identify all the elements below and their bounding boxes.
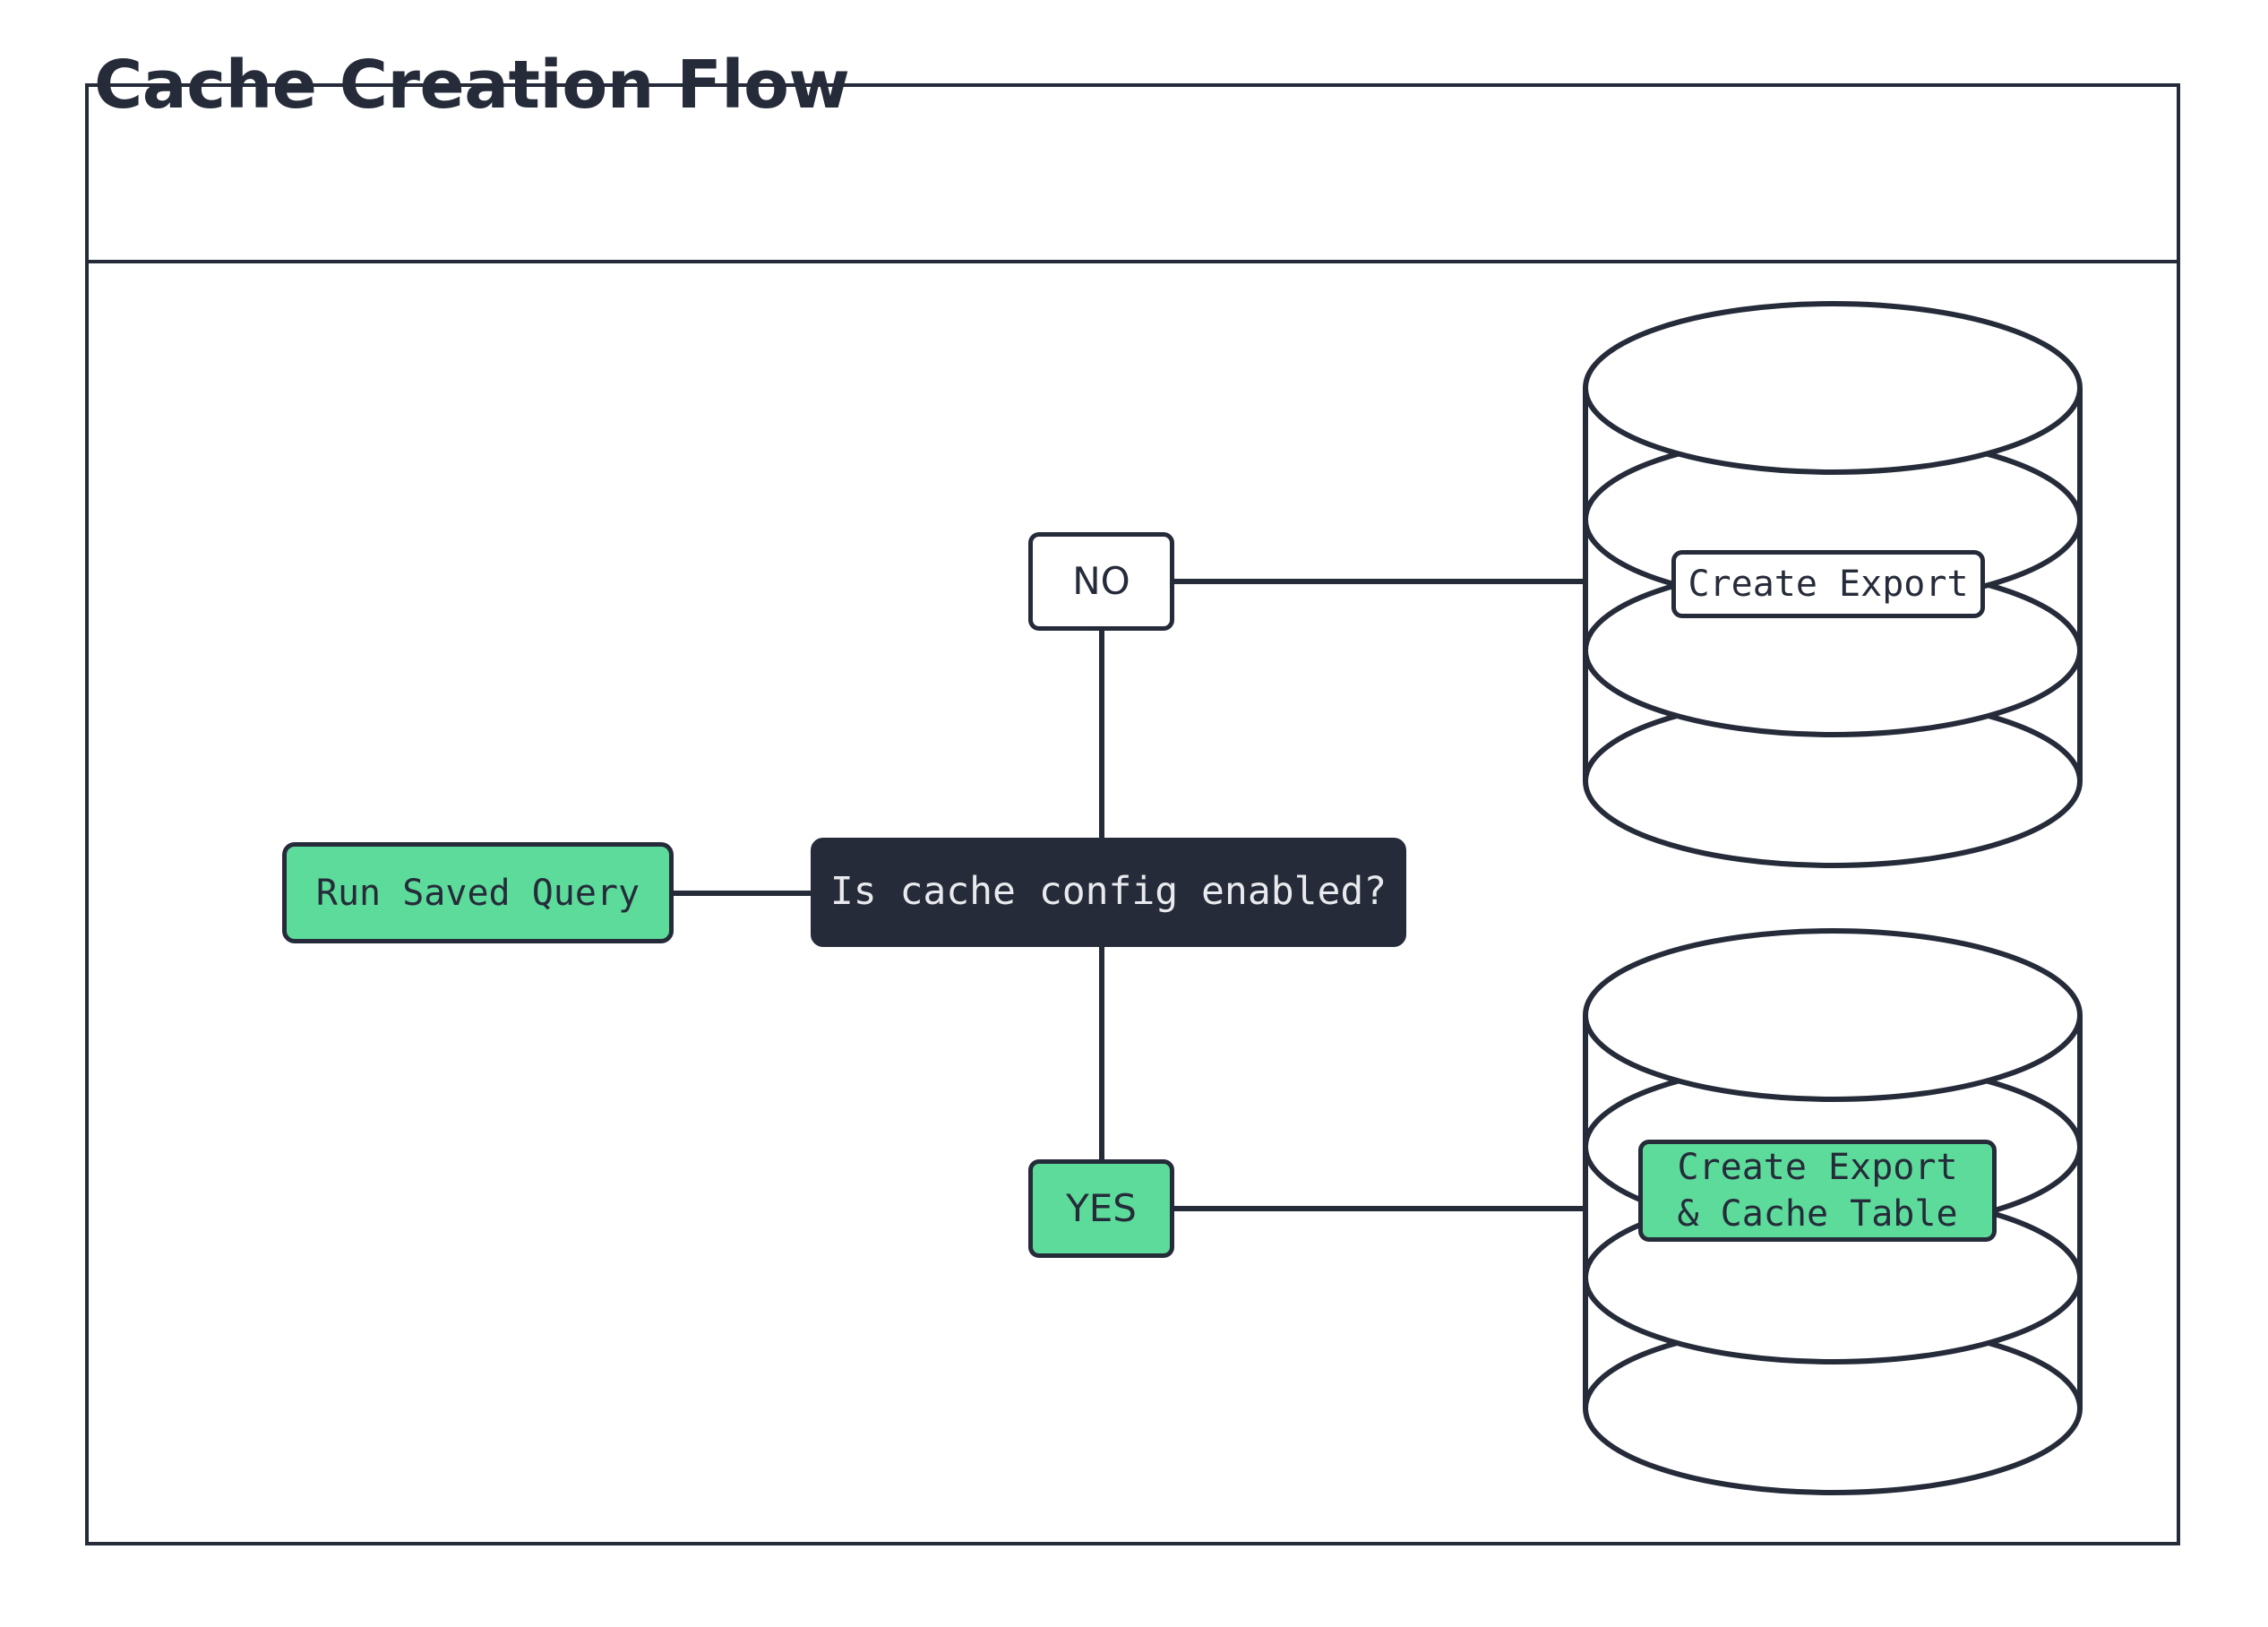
diagram-frame (85, 83, 2180, 1545)
node-store-create-export[interactable]: Create Export (1671, 550, 1985, 618)
node-run-saved-query[interactable]: Run Saved Query (282, 842, 674, 943)
page-title: Cache Creation Flow (94, 47, 850, 124)
node-decision-cache-config[interactable]: Is cache config enabled? (811, 838, 1406, 947)
node-store-create-export-and-cache-table[interactable]: Create Export & Cache Table (1638, 1140, 1997, 1242)
branch-label-no[interactable]: NO (1028, 532, 1174, 631)
diagram-header (89, 87, 2177, 263)
branch-label-yes[interactable]: YES (1028, 1159, 1174, 1258)
